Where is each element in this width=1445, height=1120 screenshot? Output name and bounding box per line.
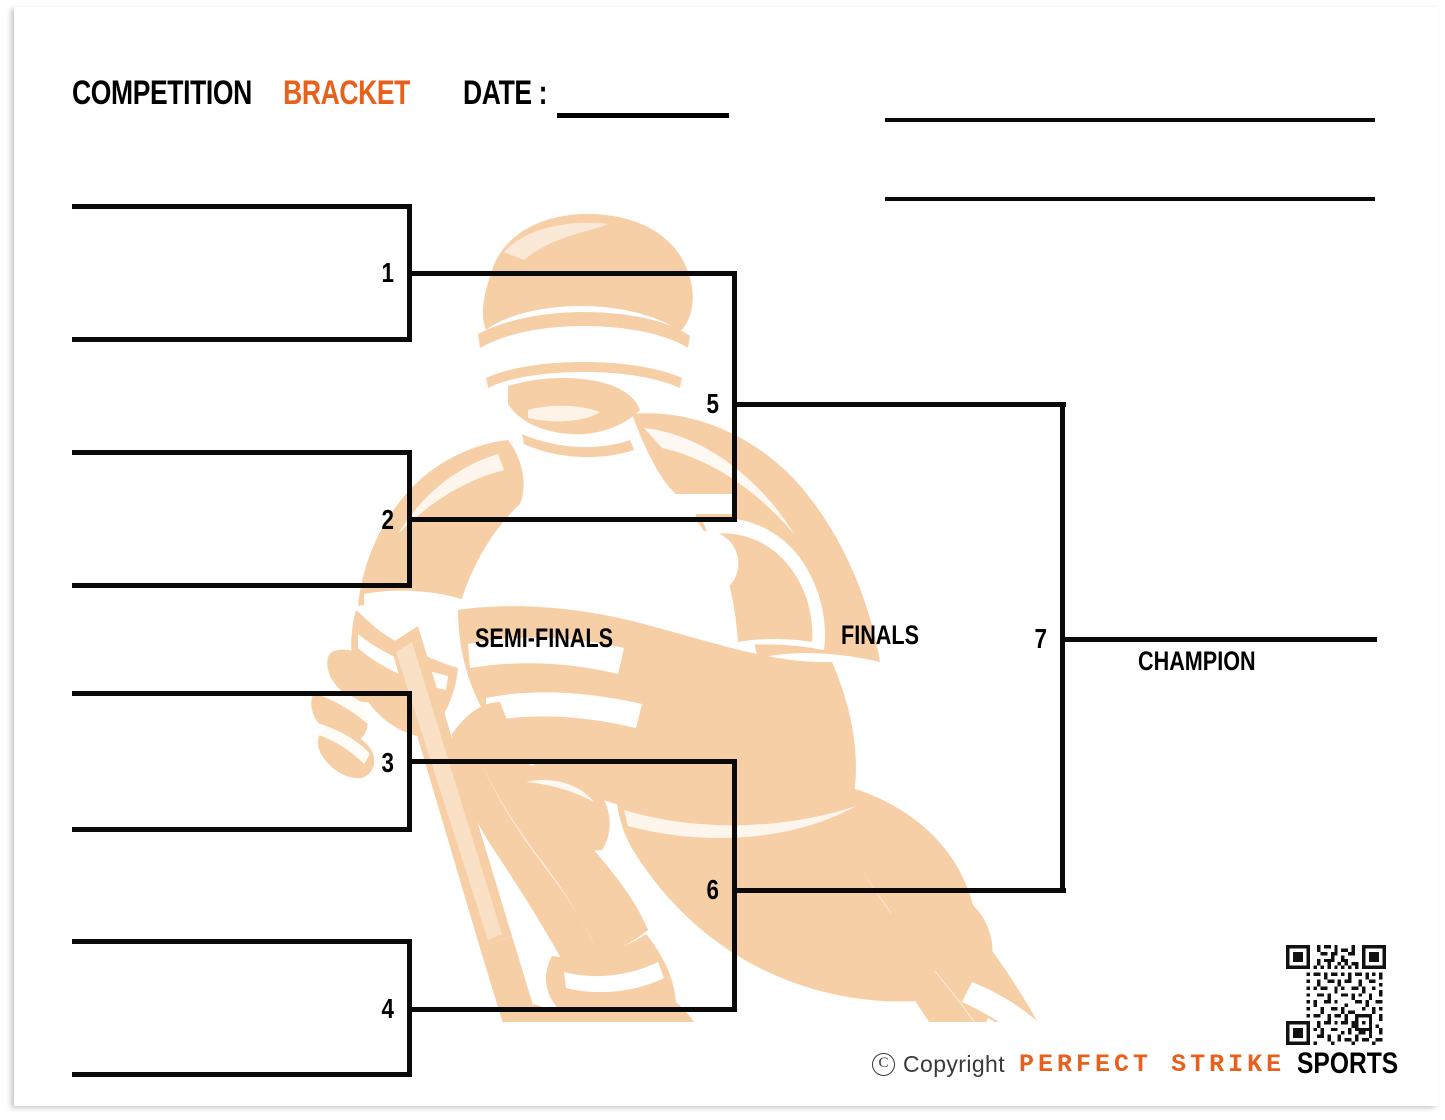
match-7-connector-vertical (1060, 402, 1065, 893)
match-5-connector-vertical (732, 271, 737, 522)
champion-write-line[interactable] (1060, 637, 1377, 642)
match-1-output-line (407, 271, 737, 276)
page-title: COMPETITION BRACKET DATE : (72, 74, 548, 113)
match-1-slot-a-line[interactable] (72, 204, 412, 209)
date-write-line[interactable] (557, 113, 729, 118)
title-main-text: COMPETITION (72, 74, 252, 112)
match-3-number: 3 (381, 747, 394, 778)
title-accent-text: BRACKET (283, 74, 410, 112)
match-2-number: 2 (381, 504, 394, 535)
qr-code[interactable] (1286, 945, 1386, 1045)
copyright-word: Copyright (903, 1050, 1006, 1077)
match-5-number: 5 (706, 388, 719, 419)
header-write-line-1[interactable] (885, 118, 1375, 122)
brand-perfect-strike: PERFECT STRIKE (1019, 1049, 1286, 1079)
match-6-number: 6 (706, 874, 719, 905)
bracket-sheet: COMPETITION BRACKET DATE : (14, 7, 1438, 1106)
match-1-slot-b-line[interactable] (72, 337, 412, 342)
match-7-number: 7 (1034, 623, 1047, 654)
copyright-icon: C (872, 1052, 895, 1076)
date-label: DATE : (463, 74, 548, 112)
hockey-player-artwork (310, 213, 1039, 1022)
match-3-slot-a-line[interactable] (72, 691, 412, 696)
match-6-output-line (732, 888, 1066, 893)
match-2-slot-a-line[interactable] (72, 450, 412, 455)
header-write-line-2[interactable] (885, 197, 1375, 201)
semifinals-label: SEMI-FINALS (475, 623, 613, 653)
match-2-slot-b-line[interactable] (72, 583, 412, 588)
match-6-connector-vertical (732, 759, 737, 1010)
brand-sports: SPORTS (1297, 1047, 1399, 1080)
match-2-output-line (407, 517, 737, 522)
match-5-output-line (732, 402, 1066, 407)
match-4-output-line (407, 1007, 737, 1012)
match-4-slot-a-line[interactable] (72, 939, 412, 944)
match-4-number: 4 (381, 993, 394, 1024)
match-3-slot-b-line[interactable] (72, 827, 412, 832)
champion-label: CHAMPION (1138, 646, 1256, 676)
footer-copyright: C Copyright PERFECT STRIKE SPORTS (872, 1047, 1420, 1081)
match-3-output-line (407, 759, 737, 764)
match-4-slot-b-line[interactable] (72, 1072, 412, 1077)
finals-label: FINALS (841, 620, 919, 650)
match-1-number: 1 (381, 257, 394, 288)
